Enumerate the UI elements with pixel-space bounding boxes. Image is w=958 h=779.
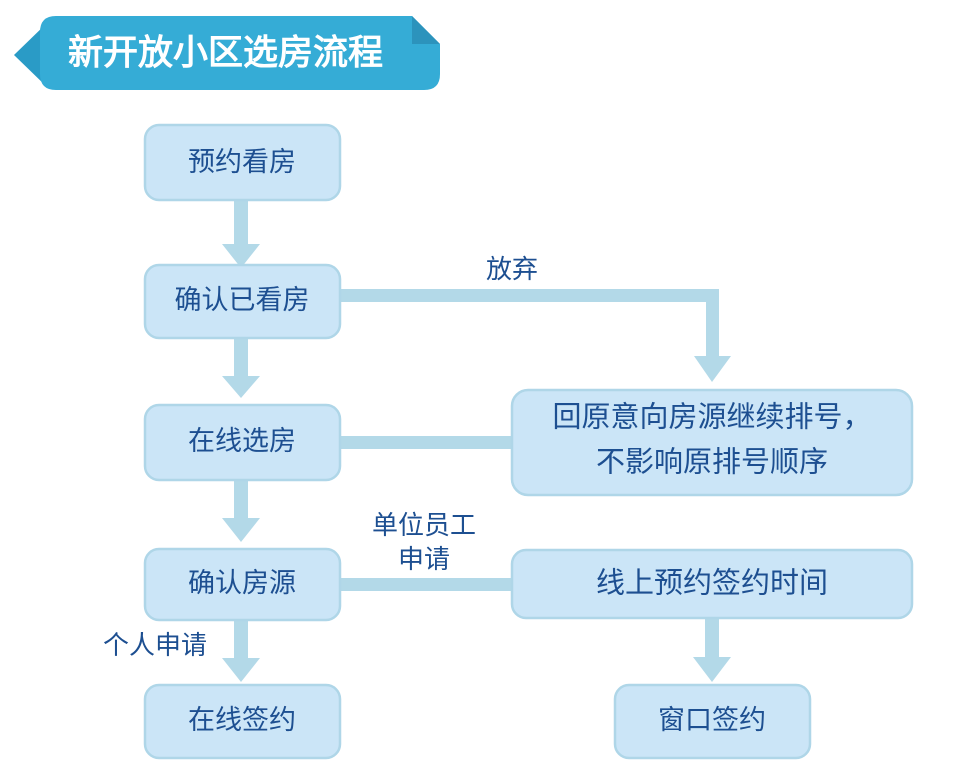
node-book-viewing[interactable]: 预约看房 xyxy=(143,123,342,202)
node-online-sign[interactable]: 在线签约 xyxy=(143,683,342,760)
node-online-select-box[interactable] xyxy=(143,403,342,482)
node-online-select-label: 在线选房 xyxy=(188,426,296,456)
node-confirm-viewed-box[interactable] xyxy=(143,263,342,340)
connector-unit-to-booktime xyxy=(340,578,516,591)
connector-unit-to-online-sign xyxy=(222,620,260,682)
node-confirm-unit-label: 确认房源 xyxy=(188,568,296,598)
connector-book-to-confirm xyxy=(222,200,260,268)
banner-left-arrow xyxy=(14,22,48,88)
node-requeue-box[interactable] xyxy=(510,388,914,497)
connector-select-to-requeue xyxy=(340,436,516,449)
node-book-sign-time[interactable]: 线上预约签约时间 xyxy=(510,548,914,620)
node-book-sign-time-label: 线上预约签约时间 xyxy=(596,567,828,600)
edge-label-personal-apply: 个人申请 xyxy=(103,630,207,660)
node-online-sign-box[interactable] xyxy=(143,683,342,760)
node-confirm-viewed-label: 确认已看房 xyxy=(175,285,310,315)
node-book-viewing-label: 预约看房 xyxy=(188,147,296,177)
node-confirm-viewed[interactable]: 确认已看房 xyxy=(143,263,342,340)
edge-label-abandon: 放弃 xyxy=(486,254,538,284)
node-book-sign-time-box[interactable] xyxy=(510,548,914,620)
connector-confirm-to-select xyxy=(222,338,260,398)
node-online-sign-label: 在线签约 xyxy=(188,705,296,735)
connectors xyxy=(222,200,731,682)
banner-fold-corner xyxy=(412,16,440,44)
node-requeue-label-line2: 不影响原排号顺序 xyxy=(596,446,828,479)
node-requeue-label-line1: 回原意向房源继续排号， xyxy=(552,401,871,434)
banner-title: 新开放小区选房流程 xyxy=(68,33,383,72)
node-counter-sign-box[interactable] xyxy=(613,683,812,760)
title-banner: 新开放小区选房流程 xyxy=(14,16,440,90)
node-counter-sign-label: 窗口签约 xyxy=(658,705,766,735)
connector-booktime-to-counter xyxy=(693,618,731,682)
node-confirm-unit[interactable]: 确认房源 xyxy=(143,547,342,622)
node-requeue[interactable]: 回原意向房源继续排号， 不影响原排号顺序 xyxy=(510,388,914,497)
connector-select-to-unit xyxy=(222,480,260,542)
node-confirm-unit-box[interactable] xyxy=(143,547,342,622)
connector-abandon-elbow xyxy=(340,289,731,382)
edge-label-employee-apply-line1: 单位员工 xyxy=(372,510,476,540)
node-counter-sign[interactable]: 窗口签约 xyxy=(613,683,812,760)
node-book-viewing-box[interactable] xyxy=(143,123,342,202)
banner-body xyxy=(40,16,440,90)
edge-label-employee-apply-line2: 申请 xyxy=(398,544,450,574)
node-online-select[interactable]: 在线选房 xyxy=(143,403,342,482)
